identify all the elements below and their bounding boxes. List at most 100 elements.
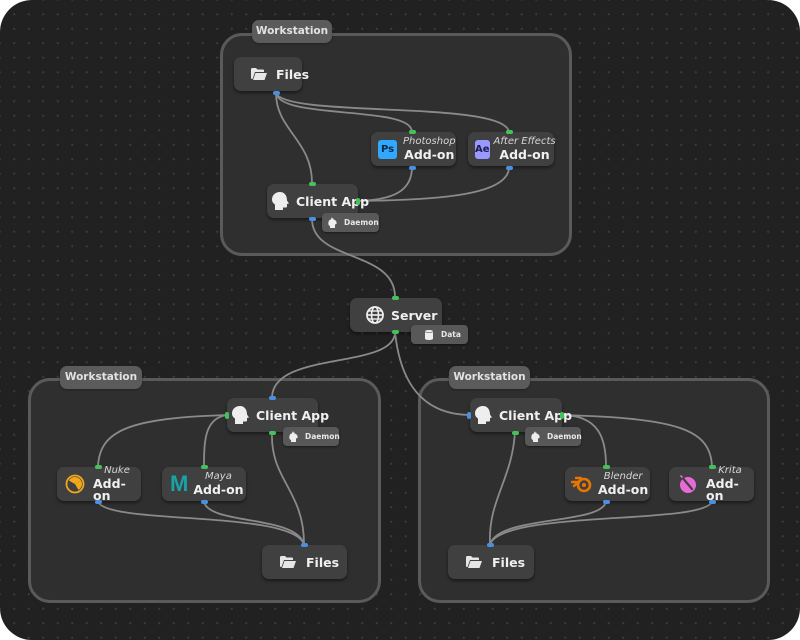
output-port[interactable] [273,91,280,95]
daemon-badge: Daemon [322,213,379,232]
input-port[interactable] [309,182,316,186]
photoshop-addon-node[interactable]: Ps Photoshop Add-on [371,132,456,166]
output-port[interactable] [95,500,102,504]
client-app-node[interactable]: Client App [227,398,329,432]
after-effects-addon-node[interactable]: Ae After Effects Add-on [468,132,556,166]
nuke-icon [65,474,85,494]
edge-files-to-photoshop [275,92,413,133]
node-label: Files [276,66,310,82]
server-node[interactable]: Server [350,298,442,332]
edge-client-to-krita [560,414,713,467]
client-app-node[interactable]: Client App [267,184,369,218]
daemon-icon [531,431,540,442]
output-port[interactable] [392,330,399,334]
krita-icon [678,474,698,494]
input-port[interactable] [487,543,494,547]
output-port[interactable] [269,431,276,435]
daemon-badge: Daemon [525,427,582,446]
workstation-label: Workstation [449,366,530,389]
edge-krita-to-files [489,501,713,545]
client-app-node[interactable]: Client App [470,398,572,432]
input-port[interactable] [356,198,360,205]
addon-label: Add-on [499,146,550,162]
addon-label: Add-on [598,481,649,497]
head-icon [474,405,494,425]
nuke-addon-node[interactable]: Nuke Add-on [57,464,141,503]
edge-server-to-client-right [394,331,470,416]
addon-label: Add-on [93,475,126,503]
input-port[interactable] [392,296,399,300]
daemon-icon [289,431,298,442]
krita-addon-node[interactable]: Krita Add-on [669,464,754,503]
addon-label: Add-on [404,146,455,162]
node-label: Client App [256,407,330,423]
maya-addon-node[interactable]: M Maya Add-on [162,467,246,501]
output-port[interactable] [506,166,513,170]
input-port[interactable] [269,396,276,400]
output-port[interactable] [409,166,416,170]
photoshop-icon: Ps [378,139,397,159]
node-label: Client App [296,193,370,209]
input-port[interactable] [95,465,102,469]
badge-label: Data [441,330,461,339]
addon-app-name: Maya [205,470,232,482]
badge-label: Daemon [344,218,379,227]
workstation-label: Workstation [60,366,142,389]
input-port[interactable] [603,465,610,469]
edge-client-to-files [489,431,516,545]
edge-server-to-client-left [271,331,396,399]
database-icon [424,329,434,340]
data-badge: Data [411,325,468,344]
daemon-icon [328,217,337,228]
node-label: Files [492,554,526,570]
edge-nuke-to-files [97,501,305,545]
badge-label: Daemon [305,432,340,441]
globe-icon [366,306,384,324]
folder-open-icon [251,68,267,80]
folder-open-icon [280,556,296,568]
node-label: Server [391,307,438,323]
edge-client-to-files [271,431,305,545]
edge-files-to-client [275,92,313,184]
folder-open-icon [466,556,482,568]
edge-client-to-maya [203,414,228,467]
addon-app-name: Photoshop [403,135,456,147]
addon-app-name: Nuke [104,464,130,476]
files-node[interactable]: Files [234,57,309,91]
node-label: Files [306,554,340,570]
edge-files-to-aftereffects [275,92,510,133]
output-port[interactable] [201,500,208,504]
output-port[interactable] [709,500,716,504]
addon-label: Add-on [193,481,244,497]
head-icon [231,405,251,425]
output-port[interactable] [603,500,610,504]
head-icon [271,191,291,211]
blender-addon-node[interactable]: Blender Add-on [565,467,650,501]
edge-client-top-to-server [311,218,396,298]
output-port[interactable] [512,431,519,435]
addon-app-name: Blender [603,470,643,482]
node-label: Client App [499,407,573,423]
input-port[interactable] [709,465,716,469]
files-node[interactable]: Files [262,545,347,579]
input-port[interactable] [301,543,308,547]
input-port[interactable] [201,465,208,469]
output-port[interactable] [225,412,229,419]
blender-icon [571,475,593,493]
input-port[interactable] [506,130,513,134]
daemon-badge: Daemon [283,427,340,446]
addon-app-name: Krita [718,464,742,476]
edge-maya-to-files [203,501,305,545]
edge-blender-to-files [489,501,607,545]
badge-label: Daemon [547,432,582,441]
output-port[interactable] [560,412,564,419]
addon-app-name: After Effects [493,135,556,147]
input-port[interactable] [467,412,471,419]
addon-label: Add-on [706,475,739,503]
input-port[interactable] [409,130,416,134]
files-node[interactable]: Files [448,545,534,579]
edge-client-to-nuke [97,414,228,467]
output-port[interactable] [309,217,316,221]
